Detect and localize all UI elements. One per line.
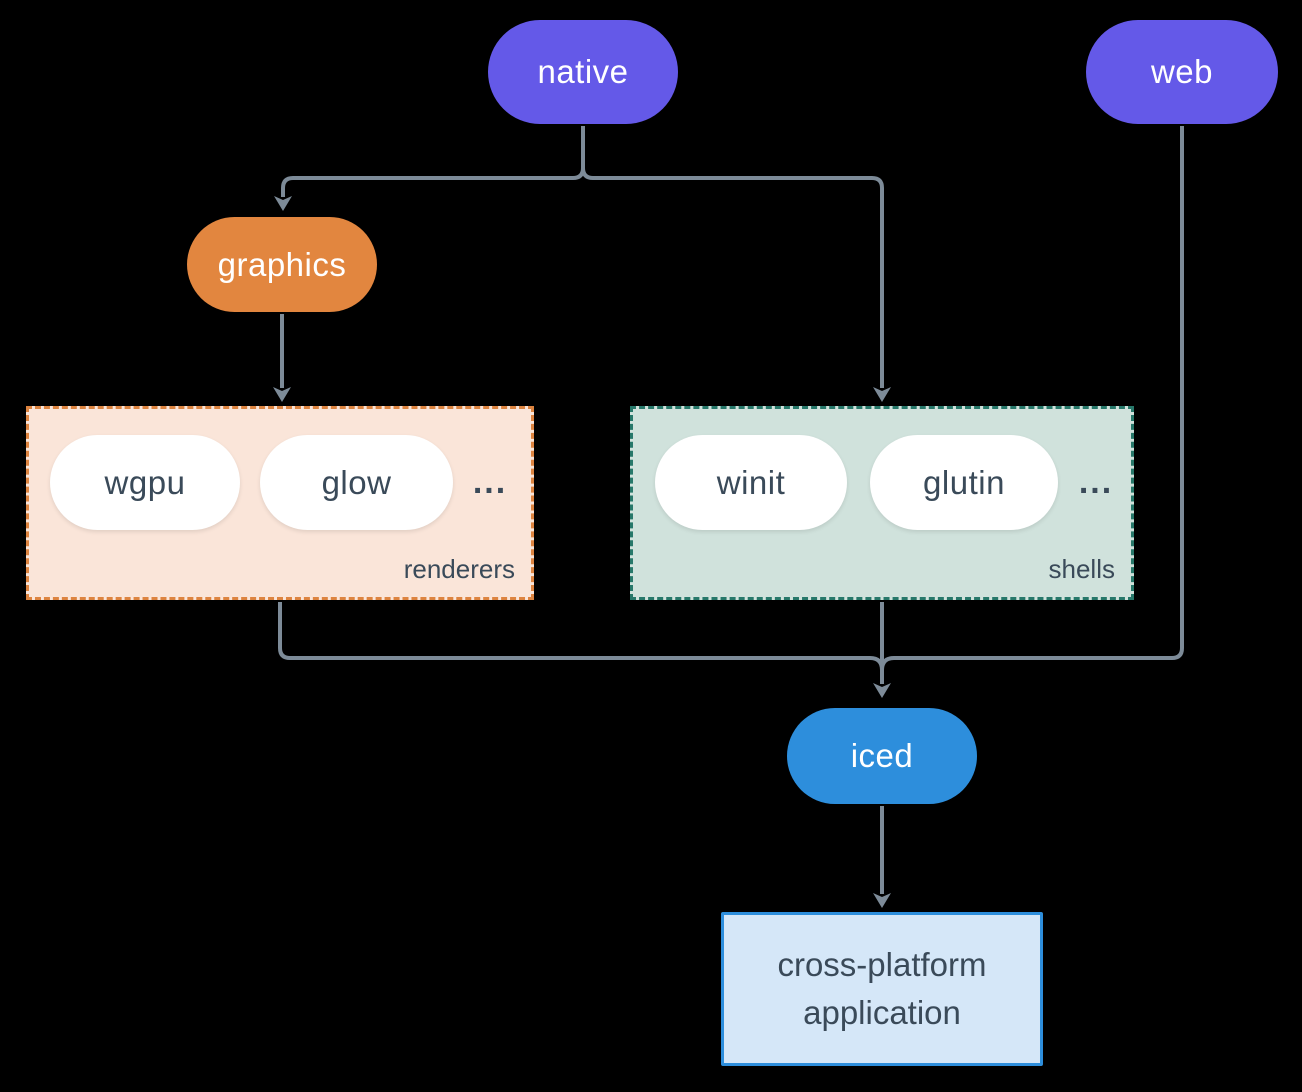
arrowhead-shells bbox=[873, 387, 891, 402]
node-wgpu: wgpu bbox=[50, 435, 240, 530]
app-label-line1: cross-platform bbox=[777, 946, 987, 984]
node-glow-label: glow bbox=[321, 463, 392, 501]
shells-ellipsis: ... bbox=[1078, 463, 1114, 501]
arrowhead-iced bbox=[873, 683, 891, 698]
arrowhead-app bbox=[873, 893, 891, 908]
node-iced-label: iced bbox=[850, 737, 914, 774]
node-winit-label: winit bbox=[716, 463, 786, 501]
node-glow: glow bbox=[260, 435, 453, 530]
node-graphics: graphics bbox=[187, 217, 377, 312]
renderers-group-label: renderers bbox=[403, 554, 515, 584]
edge-native-graphics bbox=[281, 126, 585, 197]
node-cross-platform-application: cross-platform application bbox=[721, 912, 1043, 1066]
shells-group-label: shells bbox=[1048, 554, 1115, 584]
node-glutin: glutin bbox=[870, 435, 1058, 530]
node-web: web bbox=[1086, 20, 1278, 124]
edge-native-shells bbox=[581, 126, 884, 388]
app-label-line2: application bbox=[803, 994, 961, 1031]
node-wgpu-label: wgpu bbox=[104, 463, 186, 501]
node-iced: iced bbox=[787, 708, 977, 804]
node-winit: winit bbox=[655, 435, 847, 530]
edge-renderers-merge bbox=[278, 602, 884, 674]
node-glutin-label: glutin bbox=[923, 463, 1005, 501]
node-graphics-label: graphics bbox=[217, 245, 347, 283]
group-renderers: wgpu glow ... renderers bbox=[26, 406, 534, 600]
arrowhead-graphics bbox=[274, 196, 292, 211]
renderers-ellipsis: ... bbox=[472, 463, 508, 501]
arrowhead-renderers bbox=[273, 387, 291, 402]
node-native-label: native bbox=[537, 53, 629, 90]
group-shells: winit glutin ... shells bbox=[630, 406, 1134, 600]
node-native: native bbox=[488, 20, 678, 124]
node-web-label: web bbox=[1150, 53, 1214, 90]
